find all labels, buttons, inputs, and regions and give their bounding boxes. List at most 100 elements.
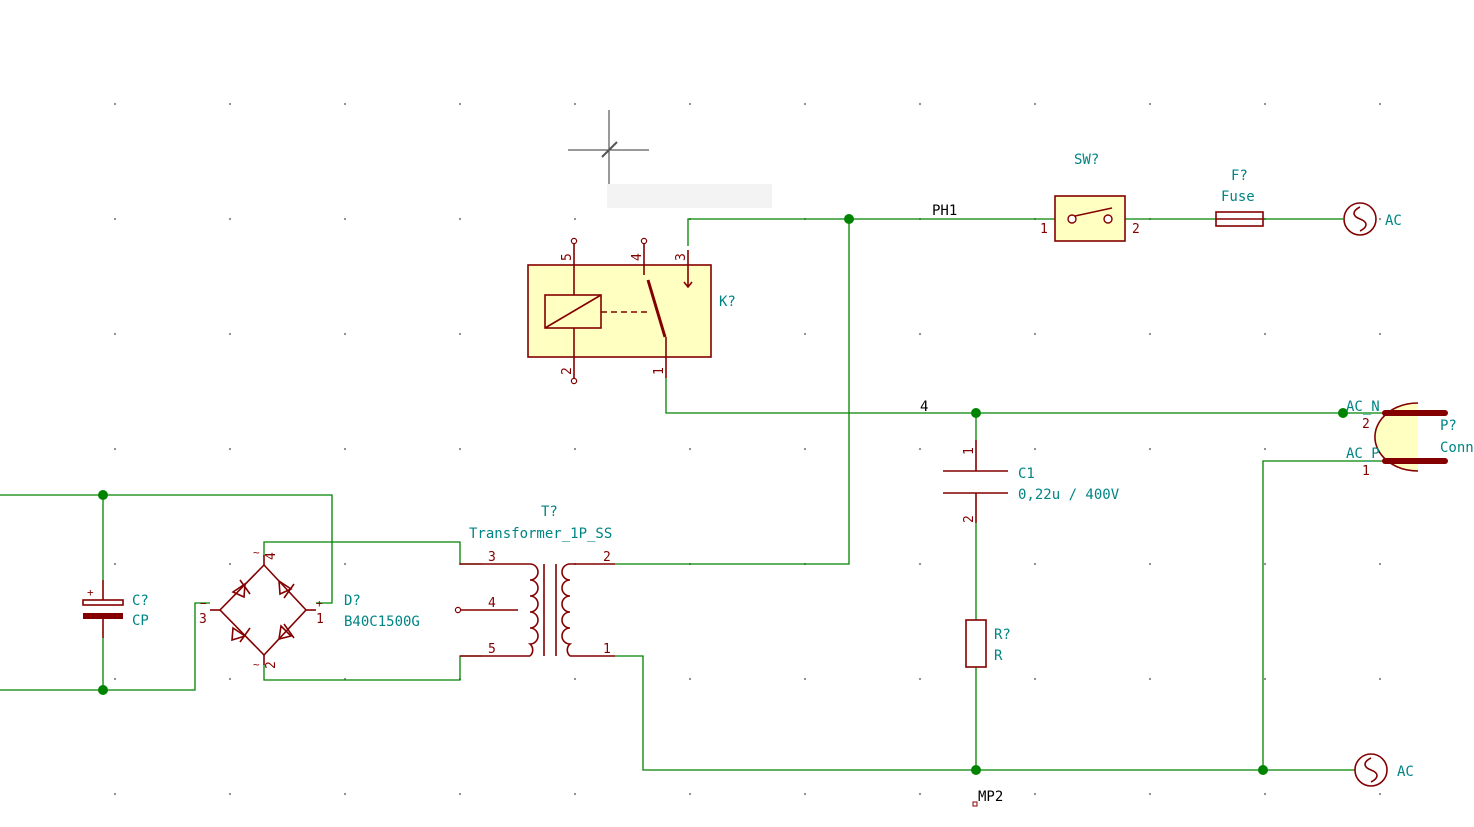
grid-dot xyxy=(1263,332,1267,336)
wire-net4 xyxy=(665,378,1385,414)
relay-pin3: 3 xyxy=(674,253,689,261)
wire-ac-p xyxy=(1262,460,1385,770)
grid-dot xyxy=(343,102,347,106)
relay-pin5: 5 xyxy=(560,253,575,261)
grid-dot xyxy=(113,562,117,566)
cp-reference: C? xyxy=(132,593,149,609)
ac-bottom-label: AC xyxy=(1397,764,1414,780)
grid-dot xyxy=(1378,217,1382,221)
wire-mp2 xyxy=(615,655,1355,771)
grid-dot xyxy=(113,447,117,451)
grid-dot xyxy=(1033,102,1037,106)
grid-dot xyxy=(1378,677,1382,681)
junction xyxy=(1258,765,1268,775)
connector-value: Conn xyxy=(1440,440,1474,456)
connector-pin1: 1 xyxy=(1362,464,1370,479)
ac-source-bottom[interactable]: AC xyxy=(1354,753,1414,787)
resistor-symbol[interactable]: R? R xyxy=(965,619,1011,668)
resistor-value: R xyxy=(994,648,1003,664)
wires xyxy=(0,218,1385,771)
bridge-tilde-bottom: ~ xyxy=(253,658,260,671)
wire-bridge2-t5 xyxy=(263,655,482,681)
grid-dot xyxy=(918,447,922,451)
grid-dot xyxy=(113,677,117,681)
transformer-pin4: 4 xyxy=(488,596,496,611)
switch-symbol[interactable]: SW? 1 2 xyxy=(1040,152,1140,242)
bridge-pin1: 1 xyxy=(316,612,324,627)
grid-dot xyxy=(573,447,577,451)
net-label-ph1: PH1 xyxy=(932,203,957,219)
grid-dot xyxy=(1263,102,1267,106)
wire-ph1-transformer xyxy=(615,219,850,565)
transformer-pin2: 2 xyxy=(603,550,611,565)
junction xyxy=(971,408,981,418)
grid-dot xyxy=(918,332,922,336)
junction xyxy=(98,685,108,695)
transformer-reference: T? xyxy=(541,504,558,520)
grid-dot xyxy=(1033,677,1037,681)
grid-dot xyxy=(1378,332,1382,336)
grid-dot xyxy=(1263,677,1267,681)
resistor-reference: R? xyxy=(994,627,1011,643)
grid-dot xyxy=(343,217,347,221)
grid-dot xyxy=(1263,562,1267,566)
transformer-value: Transformer_1P_SS xyxy=(469,526,612,542)
ac-source-top[interactable]: AC xyxy=(1343,202,1402,236)
bridge-reference: D? xyxy=(344,593,361,609)
grid-dot xyxy=(113,792,117,796)
grid-dot xyxy=(228,217,232,221)
transformer-symbol[interactable]: T? Transformer_1P_SS 3 4 5 2 1 xyxy=(454,504,615,657)
relay-pin2: 2 xyxy=(560,367,575,375)
bridge-pin2: 2 xyxy=(264,661,279,669)
grid-dot xyxy=(1378,792,1382,796)
grid-dot xyxy=(573,217,577,221)
wire-bridge-minus xyxy=(0,602,210,691)
grid-dot xyxy=(918,562,922,566)
capacitor-c1-symbol[interactable]: 1 2 C1 0,22u / 400V xyxy=(943,440,1120,523)
junction xyxy=(971,765,981,775)
cp-plus: + xyxy=(87,586,94,599)
relay-symbol[interactable]: 5 4 3 2 1 K? xyxy=(527,237,736,385)
grid-dot xyxy=(803,792,807,796)
c1-pin1: 1 xyxy=(962,447,977,455)
junction xyxy=(1338,408,1348,418)
junctions xyxy=(98,214,1348,775)
grid-dot xyxy=(1148,677,1152,681)
bridge-rectifier-symbol[interactable]: 4 2 3 1 − + ~ ~ D? B40C1500G xyxy=(199,546,420,671)
fuse-value: Fuse xyxy=(1221,189,1255,205)
transformer-pin1: 1 xyxy=(603,642,611,657)
grid-dot xyxy=(1148,562,1152,566)
polarized-capacitor-symbol[interactable]: + C? CP xyxy=(82,580,149,638)
grid-dot xyxy=(1263,792,1267,796)
grid-dot xyxy=(458,792,462,796)
wire-bridge4-t3 xyxy=(263,541,482,565)
grid-dot xyxy=(343,332,347,336)
relay-reference: K? xyxy=(719,294,736,310)
connector-reference: P? xyxy=(1440,418,1457,434)
grid-dot xyxy=(803,447,807,451)
net-label-4: 4 xyxy=(920,399,928,415)
connector-net-ac-n: AC_N xyxy=(1346,399,1380,415)
switch-pin2: 2 xyxy=(1132,222,1140,237)
bridge-value: B40C1500G xyxy=(344,614,420,630)
wire-bridge-plus xyxy=(0,494,333,604)
grid-dot xyxy=(573,677,577,681)
bridge-tilde-top: ~ xyxy=(253,546,260,559)
grid-dot xyxy=(573,102,577,106)
grid-dot xyxy=(113,102,117,106)
grid-dot xyxy=(1148,447,1152,451)
connector-symbol[interactable]: 2 1 AC_N AC_P P? Conn xyxy=(1346,399,1474,479)
crosshair-cursor xyxy=(568,110,772,208)
grid-dot xyxy=(1033,332,1037,336)
grid-dot xyxy=(458,447,462,451)
grid-dot xyxy=(228,102,232,106)
grid-dot xyxy=(688,677,692,681)
transformer-pin3: 3 xyxy=(488,550,496,565)
relay-pin4: 4 xyxy=(630,253,645,261)
grid-dot xyxy=(1033,447,1037,451)
junction xyxy=(98,490,108,500)
fuse-symbol[interactable]: F? Fuse xyxy=(1215,168,1264,227)
grid-dot xyxy=(918,677,922,681)
grid-dot xyxy=(1033,792,1037,796)
